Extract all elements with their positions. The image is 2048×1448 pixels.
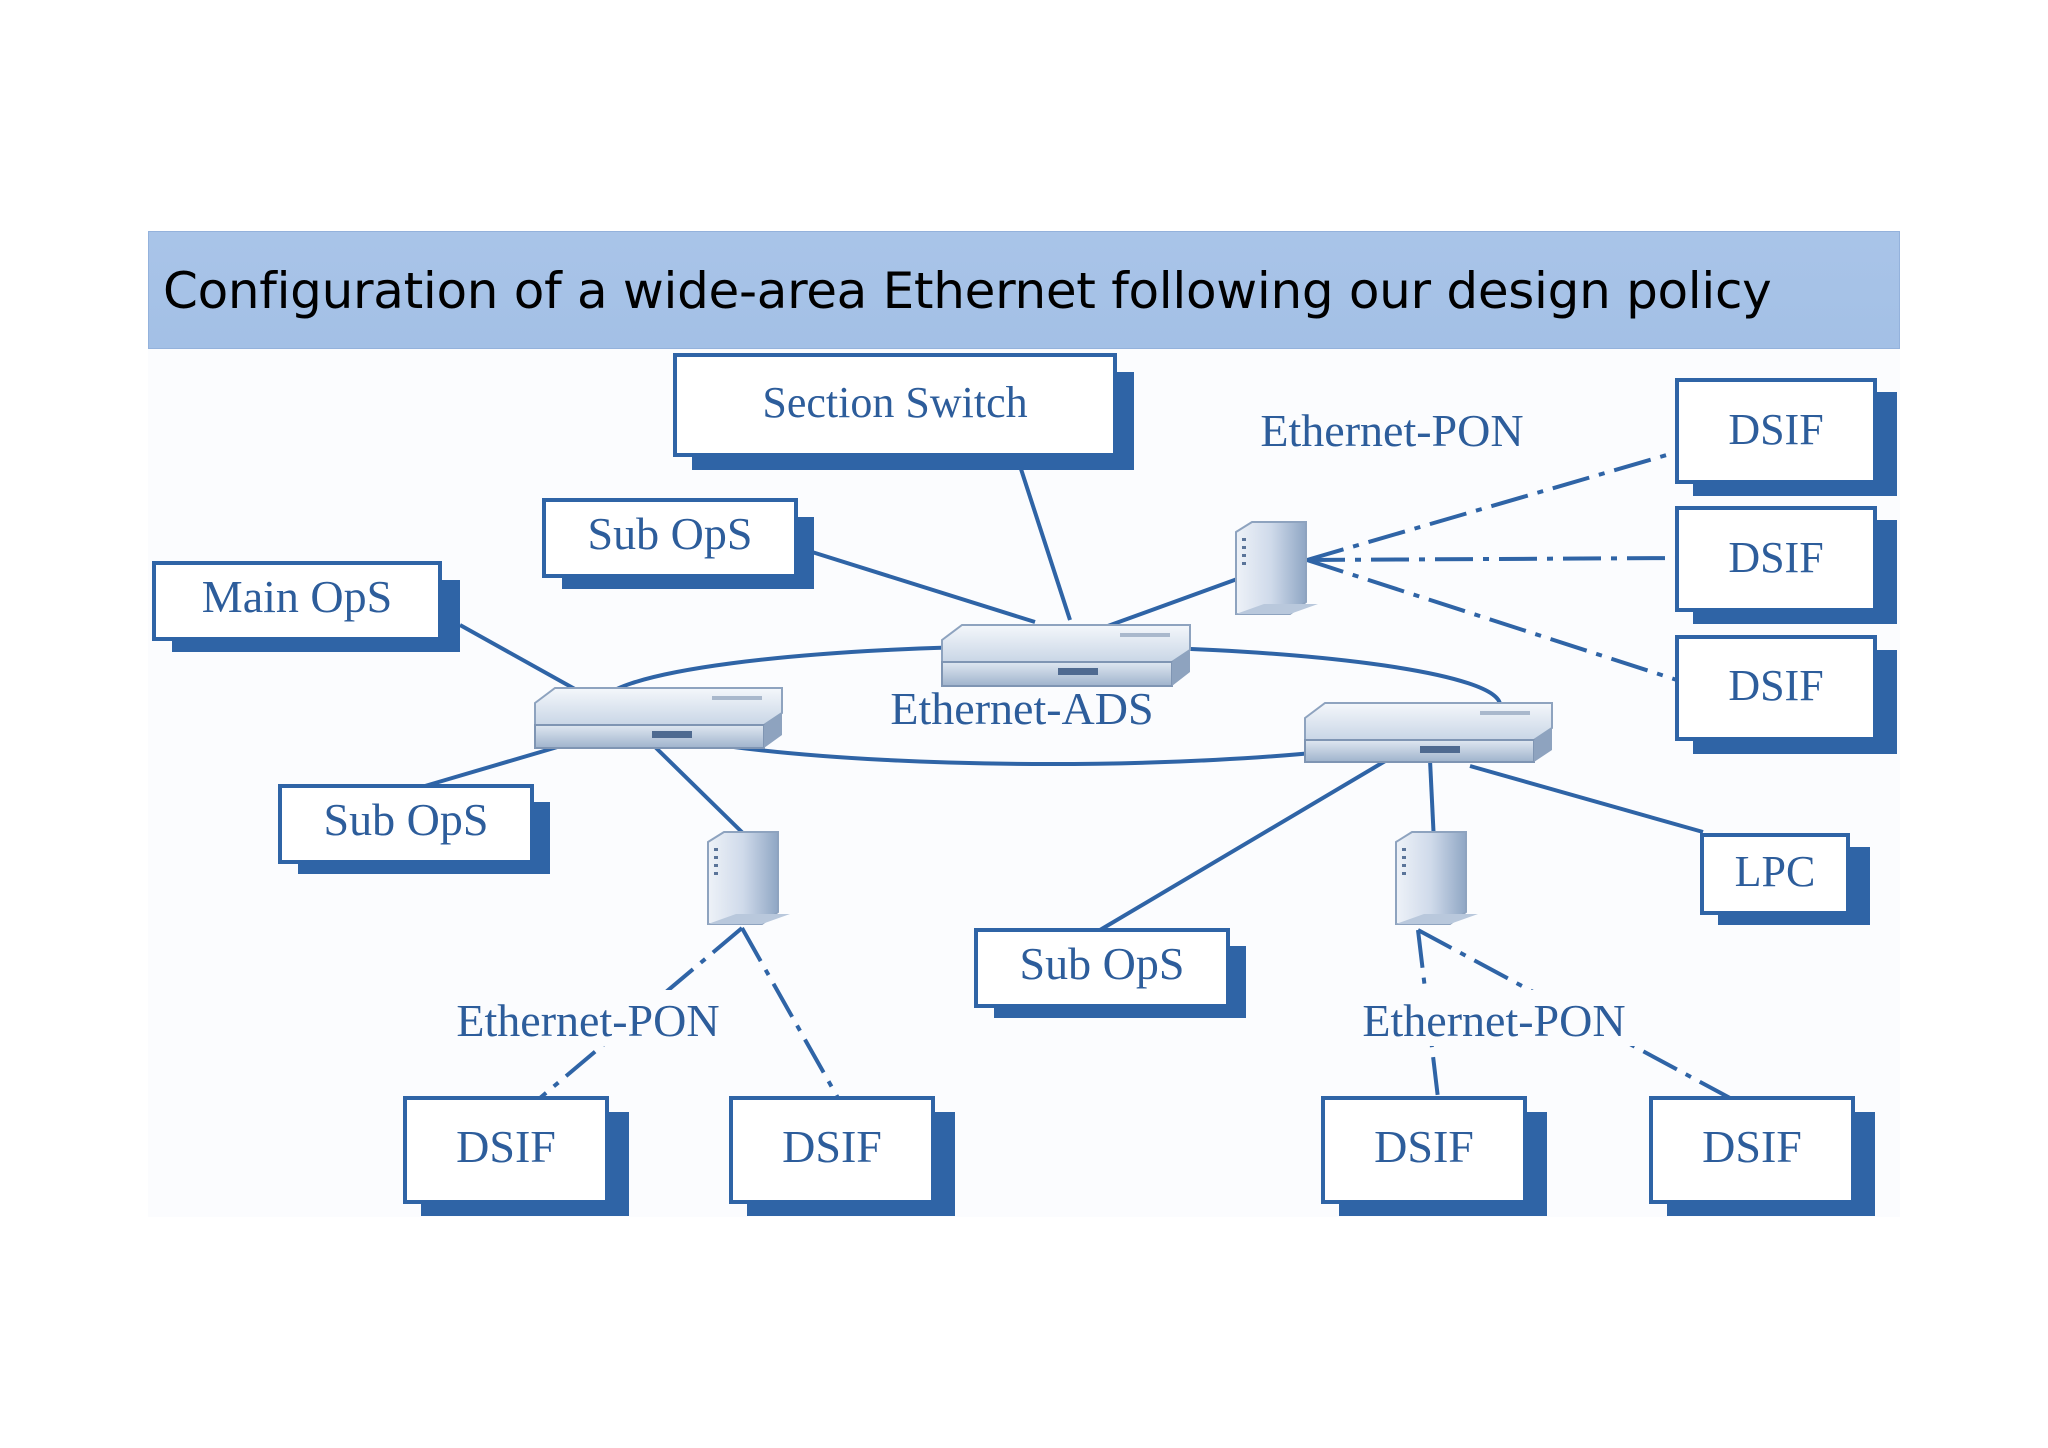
node-dsif-bottom-2: DSIF	[729, 1096, 955, 1216]
slide-header: Configuration of a wide-area Ethernet fo…	[148, 231, 1900, 349]
link-onu-right	[1428, 759, 1436, 843]
node-sub-ops-top-label: Sub OpS	[588, 508, 753, 559]
node-sub-ops-left-label: Sub OpS	[324, 794, 489, 845]
label-ethernet-ads: Ethernet-ADS	[890, 683, 1153, 734]
node-dsif-bottom-4-label: DSIF	[1702, 1121, 1802, 1172]
pon-link-dsif-bottom-2	[740, 927, 840, 1099]
switch-device-icon-top	[941, 624, 1191, 687]
node-dsif-right-1: DSIF	[1675, 378, 1897, 496]
pon-link-dsif-right-1	[1306, 450, 1678, 562]
node-lpc: LPC	[1700, 833, 1870, 925]
node-dsif-right-3: DSIF	[1675, 635, 1897, 754]
pon-link-dsif-right-2	[1306, 556, 1678, 562]
node-main-ops-label: Main OpS	[202, 571, 392, 622]
node-lpc-label: LPC	[1735, 847, 1816, 896]
node-dsif-bottom-2-label: DSIF	[782, 1121, 882, 1172]
onu-device-icon-left	[707, 831, 790, 925]
node-main-ops: Main OpS	[152, 561, 460, 652]
node-dsif-right-2-label: DSIF	[1728, 533, 1823, 582]
link-section-switch	[1018, 465, 1072, 621]
node-section-switch: Section Switch	[673, 353, 1134, 470]
link-sub-ops-top	[811, 550, 1036, 624]
node-dsif-right-1-label: DSIF	[1728, 405, 1823, 454]
link-onu-top	[1104, 576, 1241, 629]
node-sub-ops-bottom: Sub OpS	[974, 928, 1246, 1018]
node-sub-ops-bottom-label: Sub OpS	[1020, 938, 1185, 989]
node-dsif-right-3-label: DSIF	[1728, 661, 1823, 710]
switch-device-icon-left	[534, 687, 783, 749]
node-section-switch-label: Section Switch	[762, 378, 1027, 427]
link-main-ops	[459, 623, 583, 695]
link-onu-left	[648, 740, 754, 844]
node-dsif-bottom-3: DSIF	[1321, 1096, 1547, 1216]
node-sub-ops-top: Sub OpS	[542, 498, 814, 589]
label-ethernet-pon-left: Ethernet-PON	[456, 995, 719, 1046]
pon-link-dsif-right-3	[1306, 558, 1678, 682]
label-ethernet-pon-top: Ethernet-PON	[1260, 405, 1523, 456]
onu-device-icon-right	[1395, 831, 1478, 925]
node-dsif-bottom-1: DSIF	[403, 1096, 629, 1216]
node-dsif-bottom-3-label: DSIF	[1374, 1121, 1474, 1172]
node-dsif-bottom-1-label: DSIF	[456, 1121, 556, 1172]
link-lpc	[1469, 764, 1704, 834]
link-sub-ops-bottom	[1098, 755, 1394, 932]
node-sub-ops-left: Sub OpS	[278, 784, 550, 874]
switch-device-icon-right	[1304, 702, 1553, 763]
node-dsif-bottom-4: DSIF	[1649, 1096, 1875, 1216]
slide-title: Configuration of a wide-area Ethernet fo…	[163, 262, 1772, 320]
onu-device-icon-top	[1235, 521, 1318, 615]
node-dsif-right-2: DSIF	[1675, 506, 1897, 624]
label-ethernet-pon-right: Ethernet-PON	[1362, 995, 1625, 1046]
